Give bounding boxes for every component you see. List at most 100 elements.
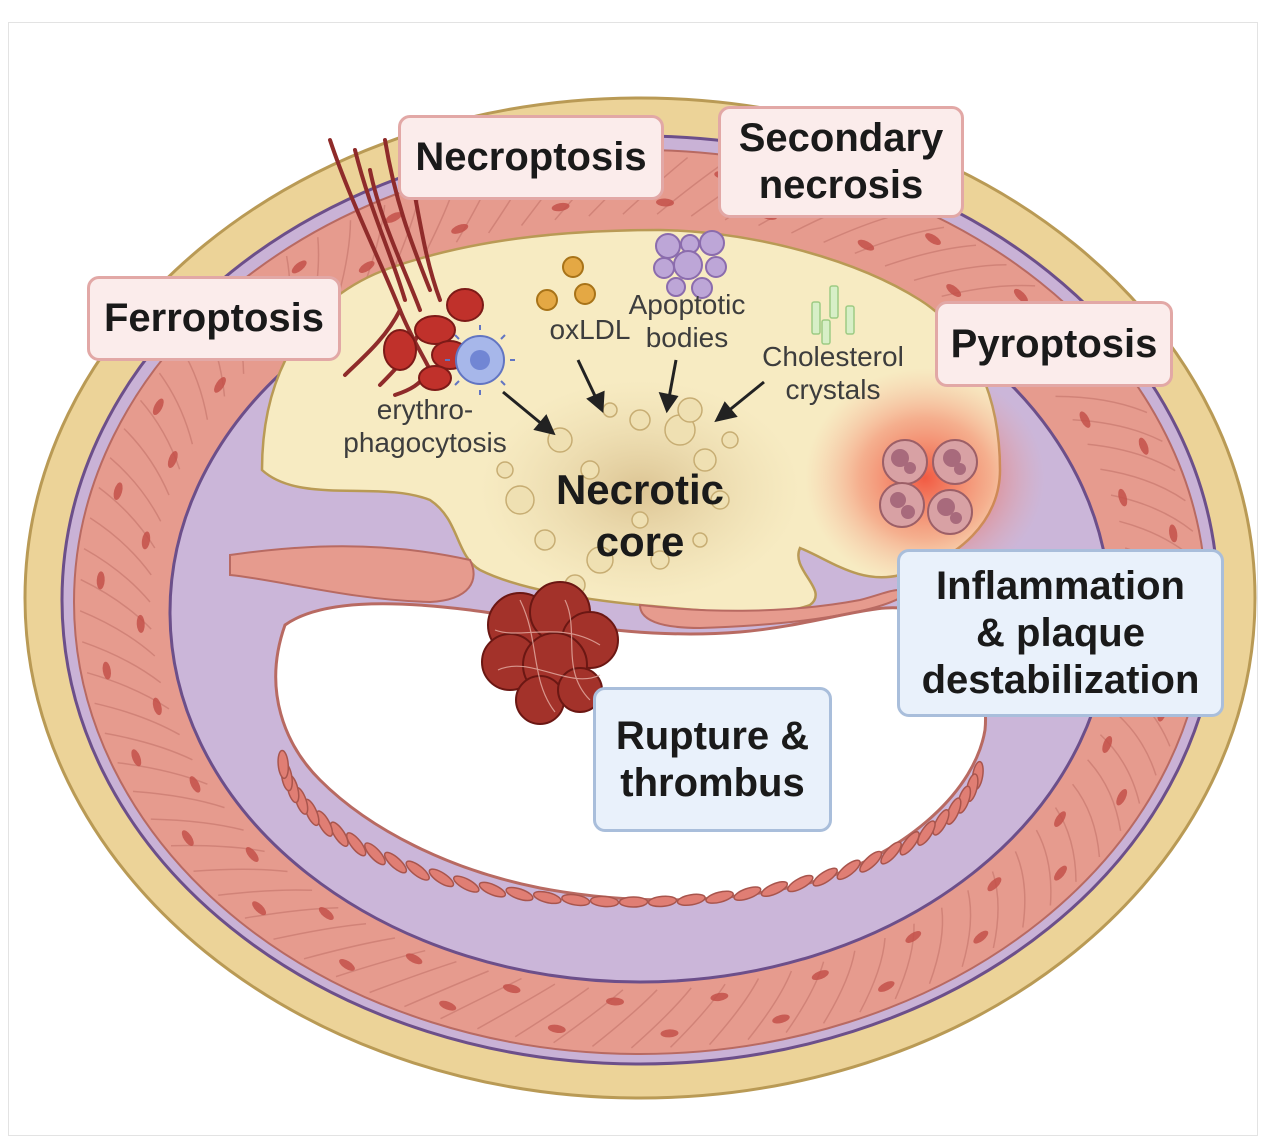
muscle-nucleus <box>925 233 941 246</box>
endothelial-cell <box>315 810 334 837</box>
debris-vesicle <box>629 409 651 431</box>
endothelial-cell <box>277 749 290 780</box>
muscle-fiber <box>98 486 156 549</box>
muscle-nucleus <box>318 907 334 920</box>
muscle-fiber <box>822 950 856 1024</box>
endothelial-cell <box>733 886 762 901</box>
muscle-fiber <box>132 790 225 809</box>
muscle-nucleus <box>946 284 962 297</box>
debris-vesicle <box>692 532 708 548</box>
muscle-fiber <box>303 937 396 960</box>
annotation-erythro-line2: phagocytosis <box>343 427 507 458</box>
muscle-fiber <box>708 978 760 1046</box>
muscle-fiber <box>1055 395 1148 414</box>
endothelial-cell <box>589 895 620 908</box>
muscle-nucleus <box>113 482 123 500</box>
endothelial-cell <box>647 895 678 908</box>
muscle-nucleus <box>502 984 521 994</box>
muscle-nucleus <box>339 958 355 971</box>
annotation-cholesterol-crystals: Cholesterol crystals <box>748 340 918 406</box>
annotation-erythro-line1: erythro- <box>376 394 474 425</box>
endothelial-cell <box>676 893 706 907</box>
muscle-fiber <box>894 923 915 1000</box>
arrows-to-core <box>502 359 765 436</box>
debris-vesicle <box>721 431 739 449</box>
muscle-fiber <box>1087 759 1122 832</box>
oxldl-particles <box>536 256 596 311</box>
muscle-nucleus <box>772 1014 790 1024</box>
thrombus-fibrin <box>494 599 601 713</box>
label-rupture-thrombus: Rupture & thrombus <box>593 687 832 832</box>
label-necrotic-core: Necrotic core <box>540 464 740 568</box>
muscle-nucleus <box>1054 811 1066 827</box>
muscle-fiber <box>1087 443 1176 472</box>
endothelial-cell <box>836 859 861 881</box>
label-necrotic-core-line1: Necrotic <box>555 466 725 513</box>
endothelial-cell <box>945 797 962 825</box>
muscle-nucleus <box>1138 437 1149 455</box>
debris-vesicle <box>650 550 670 570</box>
muscle-fiber <box>109 457 162 522</box>
label-inflammation-line2: & plaque <box>976 610 1145 655</box>
muscle-fiber <box>139 399 181 470</box>
muscle-fiber <box>83 547 151 603</box>
endothelial-cell <box>705 890 734 904</box>
endothelial-cell <box>452 875 480 893</box>
muscle-fiber <box>104 732 193 761</box>
apoptotic-bodies <box>653 230 727 299</box>
label-rupture-line2: thrombus <box>620 760 805 805</box>
muscle-nucleus <box>141 531 151 550</box>
red-blood-cells <box>383 288 484 391</box>
muscle-fiber <box>117 761 208 785</box>
muscle-nucleus <box>167 450 178 469</box>
label-inflammation-line1: Inflammation <box>936 563 1185 608</box>
muscle-fiber <box>244 906 339 919</box>
muscle-nucleus <box>152 398 164 416</box>
debris-vesicle <box>586 546 614 574</box>
muscle-fiber <box>928 907 944 985</box>
annotation-apoptotic-bodies: Apoptotic bodies <box>612 288 762 354</box>
annotation-oxldl: oxLDL <box>525 313 655 346</box>
intima-band-left <box>229 545 475 604</box>
muscle-nucleus <box>1079 411 1091 428</box>
muscle-fiber <box>86 671 170 710</box>
debris-vesicle <box>602 402 618 418</box>
muscle-fiber <box>94 702 180 736</box>
muscle-fiber <box>170 844 265 853</box>
muscle-nucleus <box>291 260 307 274</box>
muscle-fiber <box>961 890 972 968</box>
label-pyroptosis: Pyroptosis <box>935 301 1173 387</box>
endothelial-cell <box>916 820 936 846</box>
muscle-fiber <box>335 949 426 978</box>
label-secondary-necrosis-line2: necrosis <box>758 163 924 207</box>
endothelial-cell <box>812 867 838 887</box>
muscle-fiber <box>884 244 977 267</box>
muscle-nucleus <box>214 377 226 393</box>
muscle-fiber <box>81 641 162 684</box>
muscle-nucleus <box>252 901 267 916</box>
endothelial-cell <box>880 841 902 865</box>
muscle-fiber <box>991 871 999 949</box>
annotation-cholesterol-line1: Cholesterol <box>762 341 904 372</box>
muscle-nucleus <box>102 661 111 680</box>
debris-vesicle <box>496 461 514 479</box>
endothelial-cell <box>345 832 367 857</box>
muscle-nucleus <box>1013 288 1028 303</box>
muscle-fiber <box>80 578 152 630</box>
muscle-fiber <box>630 987 692 1049</box>
muscle-fiber <box>854 226 945 254</box>
muscle-nucleus <box>973 930 989 944</box>
muscle-nucleus <box>1169 524 1178 543</box>
muscle-fiber <box>273 922 367 940</box>
annotation-erythrophagocytosis: erythro- phagocytosis <box>330 393 520 459</box>
muscle-nucleus <box>1054 865 1067 881</box>
endothelial-cell <box>364 842 386 866</box>
label-necroptosis-text: Necroptosis <box>415 135 647 179</box>
muscle-fiber <box>514 987 590 1038</box>
label-necrotic-core-line2: core <box>595 518 685 565</box>
muscle-nucleus <box>857 239 875 251</box>
muscle-nucleus <box>811 970 829 981</box>
muscle-fiber <box>369 960 457 994</box>
endothelial-cell <box>899 831 920 856</box>
endothelial-cell <box>505 886 534 902</box>
